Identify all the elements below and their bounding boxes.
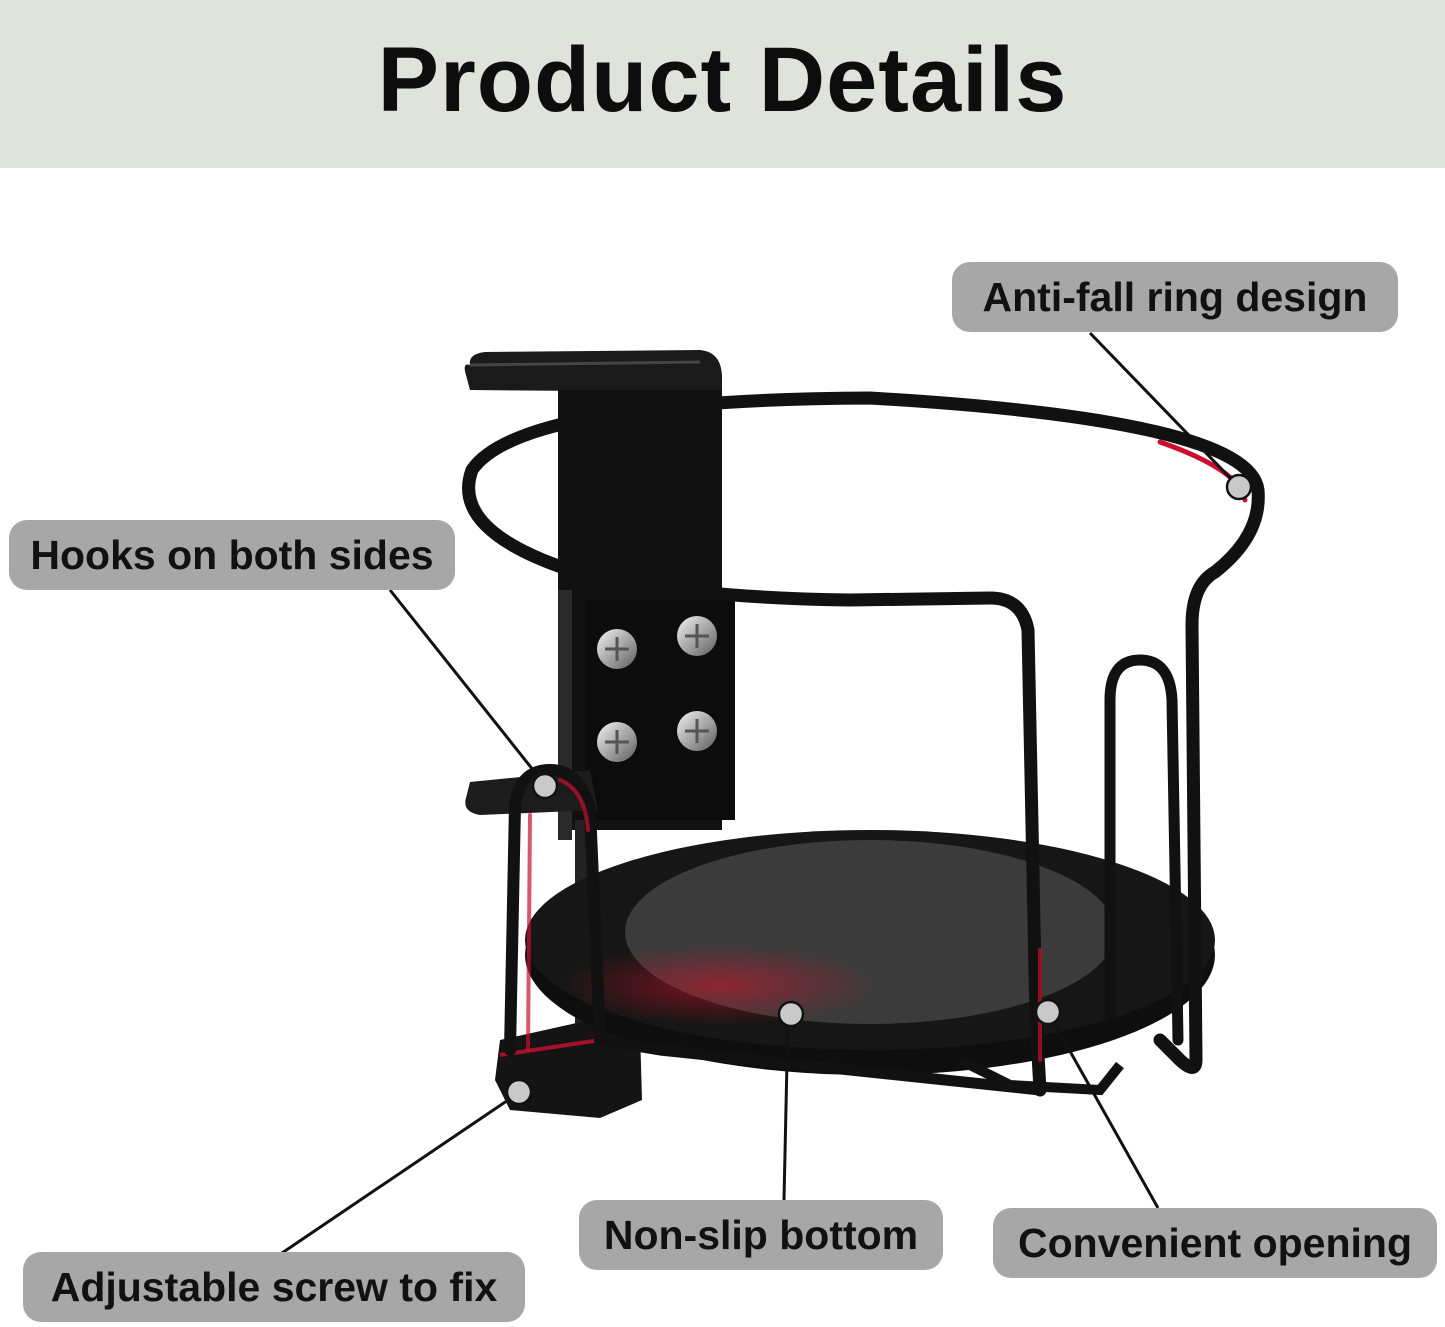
label-convenient-opening: Convenient opening — [993, 1208, 1437, 1278]
mounting-bolts — [597, 616, 717, 762]
label-non-slip-bottom: Non-slip bottom — [579, 1200, 943, 1270]
label-hooks-both-sides: Hooks on both sides — [9, 520, 455, 590]
clamp-vertical-plate — [558, 390, 735, 840]
label-anti-fall-ring: Anti-fall ring design — [952, 262, 1398, 332]
wire-frame — [462, 391, 1265, 1097]
clamp-top-plate — [464, 350, 722, 410]
header-banner: Product Details — [0, 0, 1445, 168]
label-adjustable-screw: Adjustable screw to fix — [23, 1252, 525, 1322]
page-title: Product Details — [377, 28, 1068, 131]
callout-leaders — [281, 331, 1240, 1255]
callout-dots — [505, 473, 1253, 1106]
